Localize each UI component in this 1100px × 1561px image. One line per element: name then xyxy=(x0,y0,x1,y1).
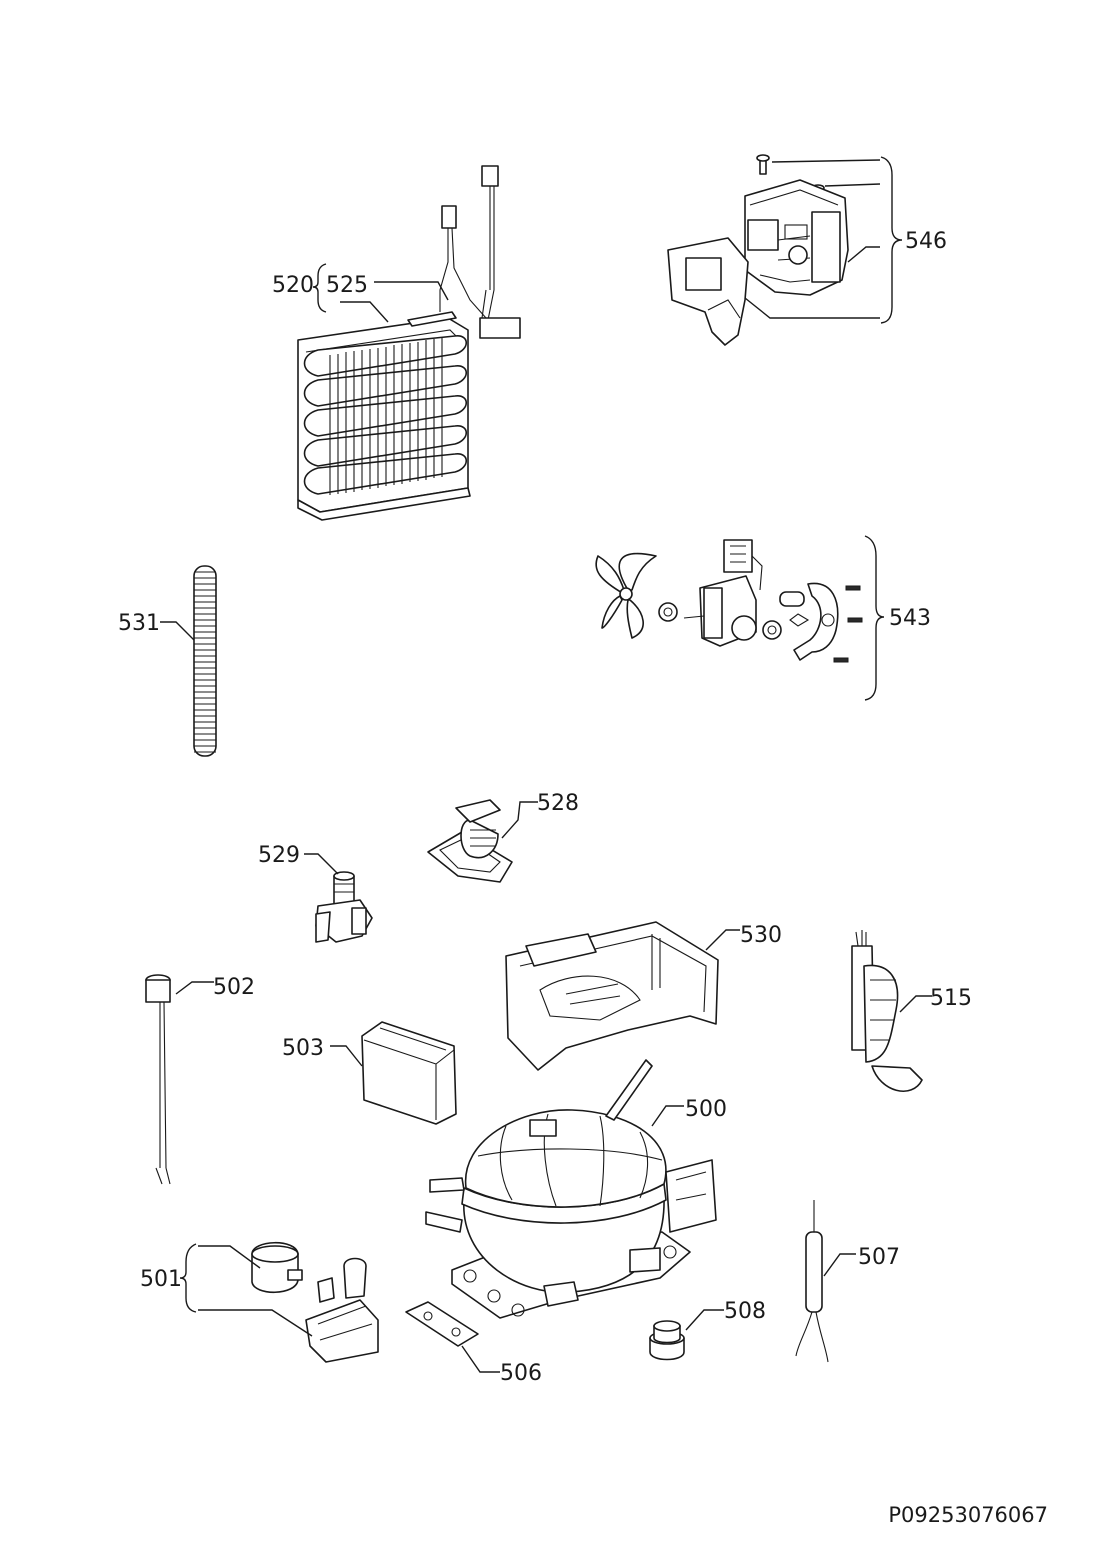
label-515: 515 xyxy=(930,986,972,1011)
part-520-evaporator xyxy=(297,165,521,521)
part-503-cover xyxy=(330,1021,457,1125)
part-502-protector xyxy=(145,974,214,1185)
screw-icon xyxy=(833,657,849,663)
part-506-grommet-strip xyxy=(405,1301,500,1373)
label-508: 508 xyxy=(724,1299,766,1324)
label-528: 528 xyxy=(537,791,579,816)
label-546: 546 xyxy=(905,229,947,254)
part-508-rubber-foot xyxy=(649,1309,724,1361)
label-531: 531 xyxy=(118,611,160,636)
part-528-funnel xyxy=(427,799,538,883)
label-525: 525 xyxy=(326,273,368,298)
part-530-tray xyxy=(505,921,740,1071)
label-506: 506 xyxy=(500,1361,542,1386)
label-501: 501 xyxy=(140,1267,182,1292)
label-530: 530 xyxy=(740,923,782,948)
label-507: 507 xyxy=(858,1245,900,1270)
label-529: 529 xyxy=(258,843,300,868)
label-543: 543 xyxy=(889,606,931,631)
part-515-heater xyxy=(851,930,932,1092)
label-520: 520 xyxy=(272,273,314,298)
label-503: 503 xyxy=(282,1036,324,1061)
part-531-drain-hose xyxy=(160,565,217,757)
part-529-valve xyxy=(304,853,373,943)
part-546-control-housing xyxy=(667,154,903,346)
screw-icon xyxy=(847,617,863,623)
label-502: 502 xyxy=(213,975,255,1000)
part-501-relay-kit xyxy=(179,1242,379,1363)
part-543-fan-motor xyxy=(595,535,885,701)
part-500-compressor xyxy=(425,1059,717,1319)
part-507-filter-drier xyxy=(795,1200,856,1363)
document-code: P09253076067 xyxy=(888,1503,1048,1527)
screw-icon xyxy=(756,154,770,175)
label-500: 500 xyxy=(685,1097,727,1122)
screw-icon xyxy=(845,585,861,591)
